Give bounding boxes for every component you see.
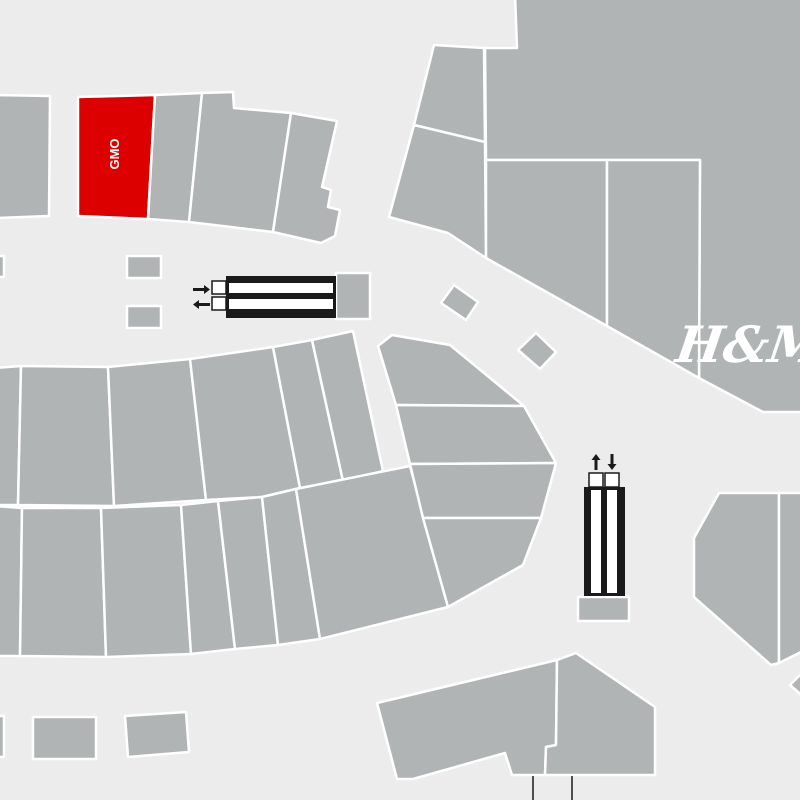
store-unit-bottom-left-edge[interactable] — [0, 714, 6, 759]
store-unit-bottom-left[interactable] — [31, 715, 98, 761]
store-label-gmo: GMO — [107, 138, 122, 169]
escalator-landing-bottom — [576, 595, 631, 623]
store-unit-upper-center-b[interactable] — [387, 123, 488, 260]
escalator-entry-top — [211, 280, 227, 295]
arrow-down-icon — [607, 454, 617, 470]
store-unit-low-3[interactable] — [99, 503, 193, 659]
store-unit-top-left[interactable] — [0, 93, 52, 220]
escalator-landing-top — [334, 271, 372, 321]
escalator-icon[interactable] — [584, 472, 625, 596]
kiosk-left-edge[interactable] — [0, 254, 6, 279]
escalator-tread-top — [229, 283, 333, 293]
store-unit-lower-right-edge[interactable] — [788, 670, 800, 698]
store-unit-lower-right-b[interactable] — [777, 491, 800, 665]
arrow-up-icon — [591, 454, 601, 470]
escalator-tread-left — [591, 490, 601, 593]
arrow-right-icon — [193, 285, 210, 294]
store-unit-center-4[interactable] — [421, 516, 543, 609]
store-unit-bottom-b[interactable] — [543, 651, 657, 777]
store-unit-low-2[interactable] — [18, 506, 108, 659]
escalator-entry-right — [604, 472, 620, 488]
store-unit-top-4[interactable] — [271, 111, 342, 245]
store-label-hm: H&M — [670, 315, 800, 374]
kiosk-diamond-b[interactable] — [516, 331, 558, 371]
escalator-entry-left — [588, 472, 604, 488]
escalator-tread-bottom — [229, 299, 333, 309]
store-unit-low-1[interactable] — [0, 505, 24, 658]
store-unit-center-3[interactable] — [408, 461, 558, 520]
kiosk-diamond-a[interactable] — [439, 283, 480, 322]
store-unit-center-1[interactable] — [376, 333, 526, 408]
escalator-frame-horizontal — [226, 276, 336, 318]
store-unit-bottom-left-b[interactable] — [123, 710, 191, 759]
escalator-tread-right — [607, 490, 617, 593]
escalator-entry-bottom — [211, 296, 227, 311]
kiosk-a[interactable] — [125, 254, 163, 280]
escalator-icon[interactable] — [211, 276, 336, 318]
store-unit-mid-2[interactable] — [16, 364, 116, 508]
store-unit-right-b[interactable] — [605, 158, 702, 380]
arrow-left-icon — [193, 300, 210, 309]
escalator-frame-vertical — [584, 487, 625, 596]
kiosk-b[interactable] — [125, 304, 163, 330]
